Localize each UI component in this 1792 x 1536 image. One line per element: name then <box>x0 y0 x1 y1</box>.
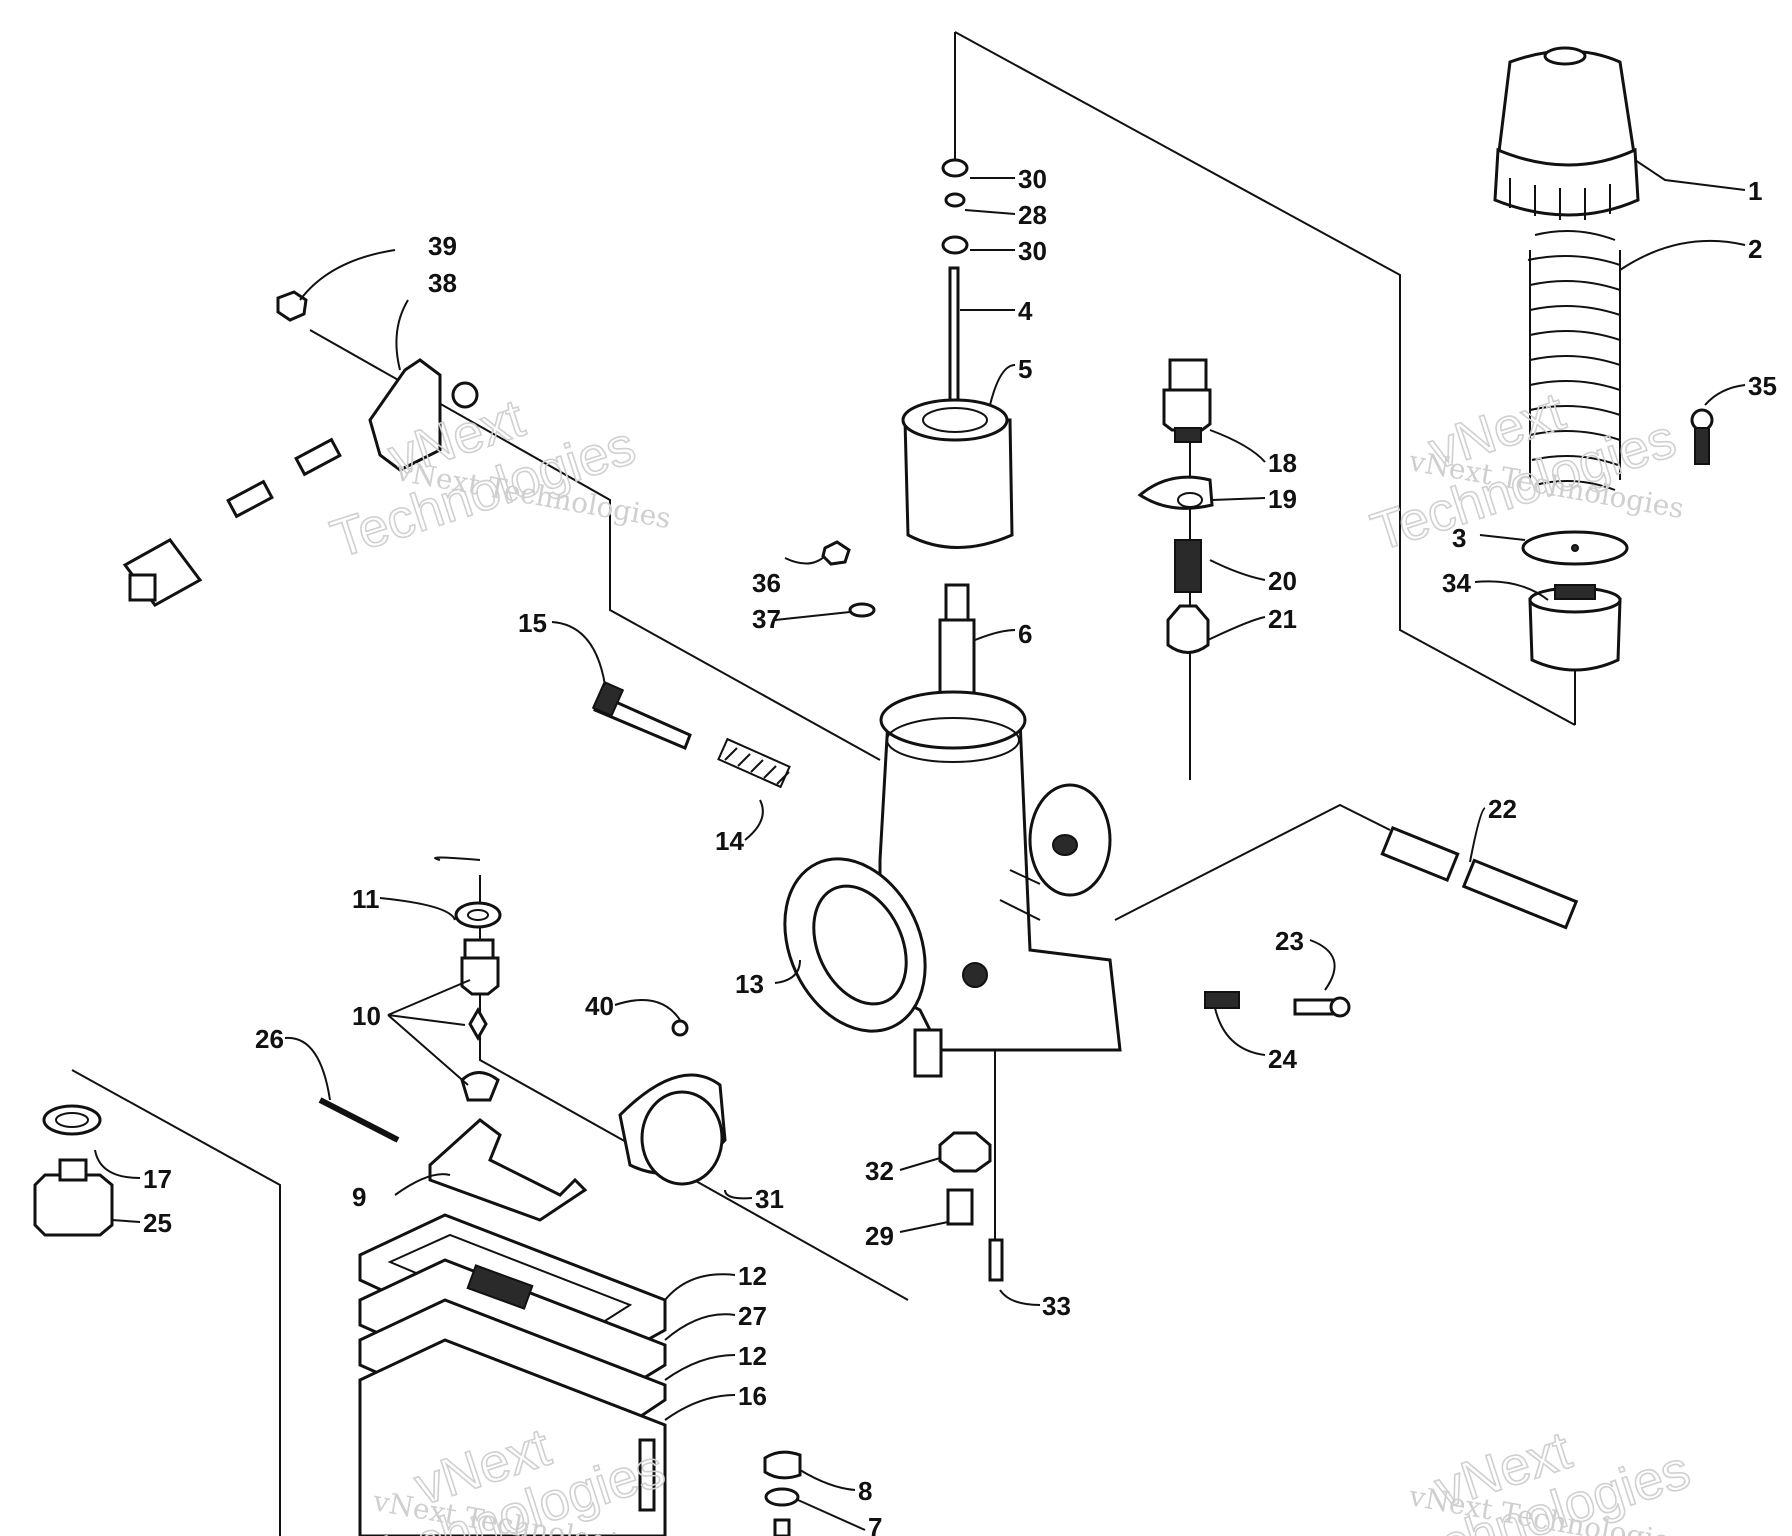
callout-9: 9 <box>352 1182 366 1212</box>
callout-8: 8 <box>858 1476 872 1506</box>
callout-6: 6 <box>1018 619 1032 649</box>
callout-21: 21 <box>1268 604 1297 634</box>
callout-7: 7 <box>868 1512 882 1536</box>
callout-4: 4 <box>1018 296 1033 326</box>
parts-18-21-fitting-stack <box>1137 358 1214 654</box>
parts-12-16-27-float-bowl <box>358 1213 667 1536</box>
callout-29: 29 <box>865 1221 894 1251</box>
callout-27: 27 <box>738 1301 767 1331</box>
callout-37: 37 <box>752 604 781 634</box>
callout-25: 25 <box>143 1208 172 1238</box>
parts-29-32-33-jets <box>938 1131 1004 1282</box>
parts-7-8-washers <box>763 1450 802 1536</box>
callout-40: 40 <box>585 991 614 1021</box>
callout-17: 17 <box>143 1164 172 1194</box>
callout-19: 19 <box>1268 484 1297 514</box>
parts-17-25-drain-plug <box>33 1104 114 1237</box>
part-22-vent-tube <box>1380 825 1579 930</box>
part-9-float-arm <box>428 1118 588 1222</box>
callout-22: 22 <box>1488 794 1517 824</box>
callout-38: 38 <box>428 268 457 298</box>
callout-12a: 12 <box>738 1261 767 1291</box>
callout-11: 11 <box>352 884 380 914</box>
callout-39: 39 <box>428 231 457 261</box>
callout-35: 35 <box>1748 371 1777 401</box>
callout-20: 20 <box>1268 566 1297 596</box>
part-1-top-cap <box>1493 46 1640 220</box>
callout-2: 2 <box>1748 234 1762 264</box>
parts-14-15-pilot-screw <box>591 680 791 789</box>
part-2-spring <box>1527 230 1621 491</box>
callout-30b: 30 <box>1018 236 1047 266</box>
callout-18: 18 <box>1268 448 1297 478</box>
callout-28: 28 <box>1018 200 1047 230</box>
part-34-holder <box>1528 584 1622 672</box>
parts-36-37-screw-washer <box>821 540 876 618</box>
callout-33: 33 <box>1042 1291 1071 1321</box>
parts-30-28-washers <box>941 158 969 255</box>
callout-34: 34 <box>1442 568 1471 598</box>
part-5-throttle-slide <box>901 398 1014 549</box>
callout-24: 24 <box>1268 1044 1297 1074</box>
callout-13: 13 <box>735 969 764 999</box>
parts-23-24-screw-spring <box>1204 991 1351 1018</box>
callout-36: 36 <box>752 568 781 598</box>
callout-15: 15 <box>518 608 547 638</box>
callout-3: 3 <box>1452 523 1466 553</box>
assembly-lines <box>71 31 1576 1536</box>
part-13-carburetor-body <box>783 690 1122 1078</box>
callout-26: 26 <box>255 1024 284 1054</box>
callout-16: 16 <box>738 1381 767 1411</box>
parts-38-39-sensor <box>122 290 479 607</box>
callout-14: 14 <box>715 826 744 856</box>
callout-labels: 1 2 3 4 5 6 7 8 9 10 11 12 12 13 14 15 1… <box>143 164 1777 1536</box>
parts-10-11-float-valve <box>454 901 502 1102</box>
part-35-screw <box>1690 408 1714 465</box>
part-3-plate <box>1521 530 1629 566</box>
callout-30a: 30 <box>1018 164 1047 194</box>
callout-32: 32 <box>865 1156 894 1186</box>
callout-23: 23 <box>1275 926 1304 956</box>
callout-10: 10 <box>352 1001 381 1031</box>
callout-12b: 12 <box>738 1341 767 1371</box>
leader-lines <box>94 159 1746 1531</box>
callout-5: 5 <box>1018 354 1032 384</box>
part-26-float-pin <box>318 1097 400 1143</box>
parts-31-40-float <box>618 1019 727 1186</box>
callout-1: 1 <box>1748 176 1762 206</box>
callout-31: 31 <box>755 1184 784 1214</box>
